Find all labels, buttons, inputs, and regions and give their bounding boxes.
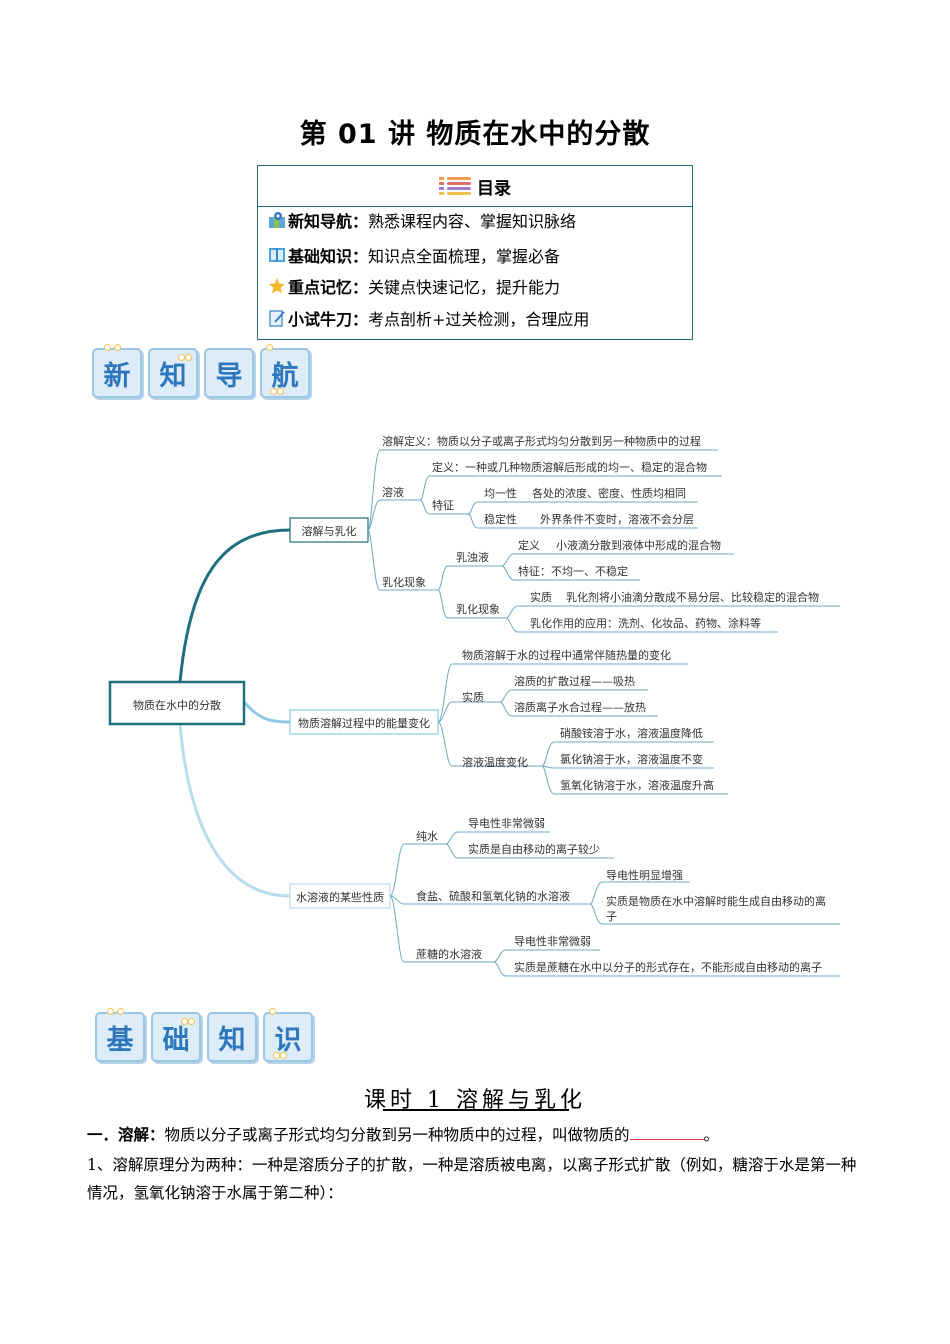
node-salt-conductivity: 导电性明显增强 <box>606 868 683 882</box>
node-salt-essence: 实质是物质在水中溶解时能生成自由移动的离 <box>606 894 826 908</box>
banner-tile: 知 <box>148 348 198 398</box>
banner-tile: 新 <box>92 344 142 398</box>
paragraph-dissolve-principle: 1、溶解原理分为两种：一种是溶质分子的扩散，一种是溶质被电离，以离子形式扩散（例… <box>87 1156 857 1202</box>
map-pin-icon <box>268 211 286 229</box>
node-emulsion-feature: 特征：不均一、不稳定 <box>518 564 628 578</box>
node-hydration: 溶质离子水合过程——放热 <box>514 700 646 714</box>
list-icon <box>439 176 471 196</box>
node-emulsify-use: 乳化作用的应用：洗剂、化妆品、药物、涂料等 <box>530 616 761 630</box>
branch1-lines <box>289 449 840 633</box>
node-feature: 特征 <box>432 498 454 512</box>
node-salt-solution: 食盐、硫酸和氢氧化钠的水溶液 <box>416 889 570 903</box>
node-sugar-essence: 实质是蔗糖在水中以分子的形式存在，不能形成自由移动的离子 <box>514 960 822 974</box>
lesson-title: 课时 1 溶解与乳化 <box>364 1088 586 1113</box>
node-solution: 溶液 <box>382 485 404 499</box>
mind-map: 物质在水中的分散 溶解与乳化 溶解定义：物质以分子或离子形式均匀分散到另一种物质… <box>108 434 840 977</box>
node-sodium-hydroxide: 氢氧化钠溶于水，溶液温度升高 <box>560 778 714 792</box>
node-heat-change: 物质溶解于水的过程中通常伴随热量的变化 <box>462 648 671 662</box>
node-emulsify-phenomenon: 乳化现象 <box>456 602 500 616</box>
page-title: 第 01 讲 物质在水中的分散 <box>299 119 651 150</box>
banner-tile: 识 <box>263 1008 313 1062</box>
fill-blank[interactable] <box>629 1125 704 1140</box>
toc-heading: 目录 <box>477 178 511 199</box>
toc-header: 目录 <box>258 166 692 207</box>
node-salt-essence-cont: 子 <box>606 910 617 923</box>
banner-tile: 航 <box>260 344 310 398</box>
node-emulsion-def: 定义 <box>518 538 540 552</box>
toc-item-desc: 熟悉课程内容、掌握知识脉络 <box>368 212 577 231</box>
toc-item-key: 小试牛刀： <box>288 310 369 329</box>
section-banner-new-knowledge: 新 知 导 航 <box>92 344 310 398</box>
node-solution-def: 定义：一种或几种物质溶解后形成的均一、稳定的混合物 <box>432 460 707 474</box>
node-uniformity-desc: 各处的浓度、密度、性质均相同 <box>532 486 686 500</box>
node-emulsion: 乳浊液 <box>456 550 489 564</box>
banner-tile: 知 <box>207 1012 257 1062</box>
toc-box: 目录 新知导航： 熟悉课程内容、掌握知识脉络 基础知识： 知识点全面梳理，掌握必… <box>257 165 693 340</box>
banner-tile: 础 <box>151 1012 201 1062</box>
node-stability-desc: 外界条件不变时，溶液不会分层 <box>540 512 694 526</box>
branch2-lines <box>289 663 728 795</box>
node-pure-essence: 实质是自由移动的离子较少 <box>468 842 600 856</box>
node-dissolve-def: 溶解定义：物质以分子或离子形式均匀分散到另一种物质中的过程 <box>382 434 701 448</box>
node-pure-conductivity: 导电性非常微弱 <box>468 816 545 830</box>
para-end: 。 <box>703 1126 720 1144</box>
para-text: 物质以分子或离子形式均匀分散到另一种物质中的过程，叫做物质的 <box>164 1126 630 1144</box>
toc-item-desc: 关键点快速记忆，提升能力 <box>368 278 561 297</box>
toc-item-desc: 知识点全面梳理，掌握必备 <box>368 247 561 266</box>
toc-item-key: 重点记忆： <box>288 278 369 297</box>
node-emulsify: 乳化现象 <box>382 575 426 589</box>
toc-item-4[interactable]: 小试牛刀： 考点剖析+过关检测，合理应用 <box>268 306 589 330</box>
node-sodium-chloride: 氯化钠溶于水，溶液温度不变 <box>560 752 703 766</box>
star-icon <box>268 277 286 295</box>
node-essence: 实质 <box>530 590 552 604</box>
toc-item-key: 新知导航： <box>288 212 369 231</box>
branch-curve <box>178 723 291 898</box>
branch3-lines <box>289 831 840 977</box>
node-sugar-solution: 蔗糖的水溶液 <box>416 947 482 961</box>
branch-curve <box>178 528 291 683</box>
book-icon <box>268 246 286 264</box>
toc-item-2[interactable]: 基础知识： 知识点全面梳理，掌握必备 <box>268 243 560 267</box>
toc-item-key: 基础知识： <box>288 247 369 266</box>
banner-tile: 基 <box>95 1008 145 1062</box>
branch1-label: 溶解与乳化 <box>302 524 357 538</box>
branch3-label: 水溶液的某些性质 <box>296 890 384 904</box>
toc-item-desc: 考点剖析+过关检测，合理应用 <box>368 310 590 329</box>
branch-curve <box>242 701 291 724</box>
node-temp-change: 溶液温度变化 <box>462 755 528 769</box>
root-label: 物质在水中的分散 <box>133 698 221 712</box>
node-uniformity: 均一性 <box>484 486 517 500</box>
branch2-label: 物质溶解过程中的能量变化 <box>298 716 430 730</box>
node-essence: 实质 <box>462 690 484 704</box>
section-banner-basic-knowledge: 基 础 知 识 <box>95 1008 313 1062</box>
root-node <box>108 680 246 726</box>
banner-tile: 导 <box>204 348 254 398</box>
toc-item-1[interactable]: 新知导航： 熟悉课程内容、掌握知识脉络 <box>268 208 576 232</box>
paragraph-dissolve-def: 一．溶解：物质以分子或离子形式均匀分散到另一种物质中的过程，叫做物质的 。 <box>87 1121 865 1149</box>
node-stability: 稳定性 <box>484 512 517 526</box>
para-label: 一．溶解： <box>87 1126 165 1144</box>
toc-item-3[interactable]: 重点记忆： 关键点快速记忆，提升能力 <box>268 274 560 298</box>
node-pure-water: 纯水 <box>416 830 438 843</box>
node-emulsion-def-desc: 小液滴分散到液体中形成的混合物 <box>556 538 721 552</box>
node-essence-desc: 乳化剂将小油滴分散成不易分层、比较稳定的混合物 <box>566 590 819 604</box>
lesson-title-underline <box>383 1109 569 1111</box>
node-ammonium-nitrate: 硝酸铵溶于水，溶液温度降低 <box>560 726 703 740</box>
node-diffusion: 溶质的扩散过程——吸热 <box>514 674 635 688</box>
node-sugar-conductivity: 导电性非常微弱 <box>514 934 591 948</box>
pencil-note-icon <box>268 309 286 327</box>
